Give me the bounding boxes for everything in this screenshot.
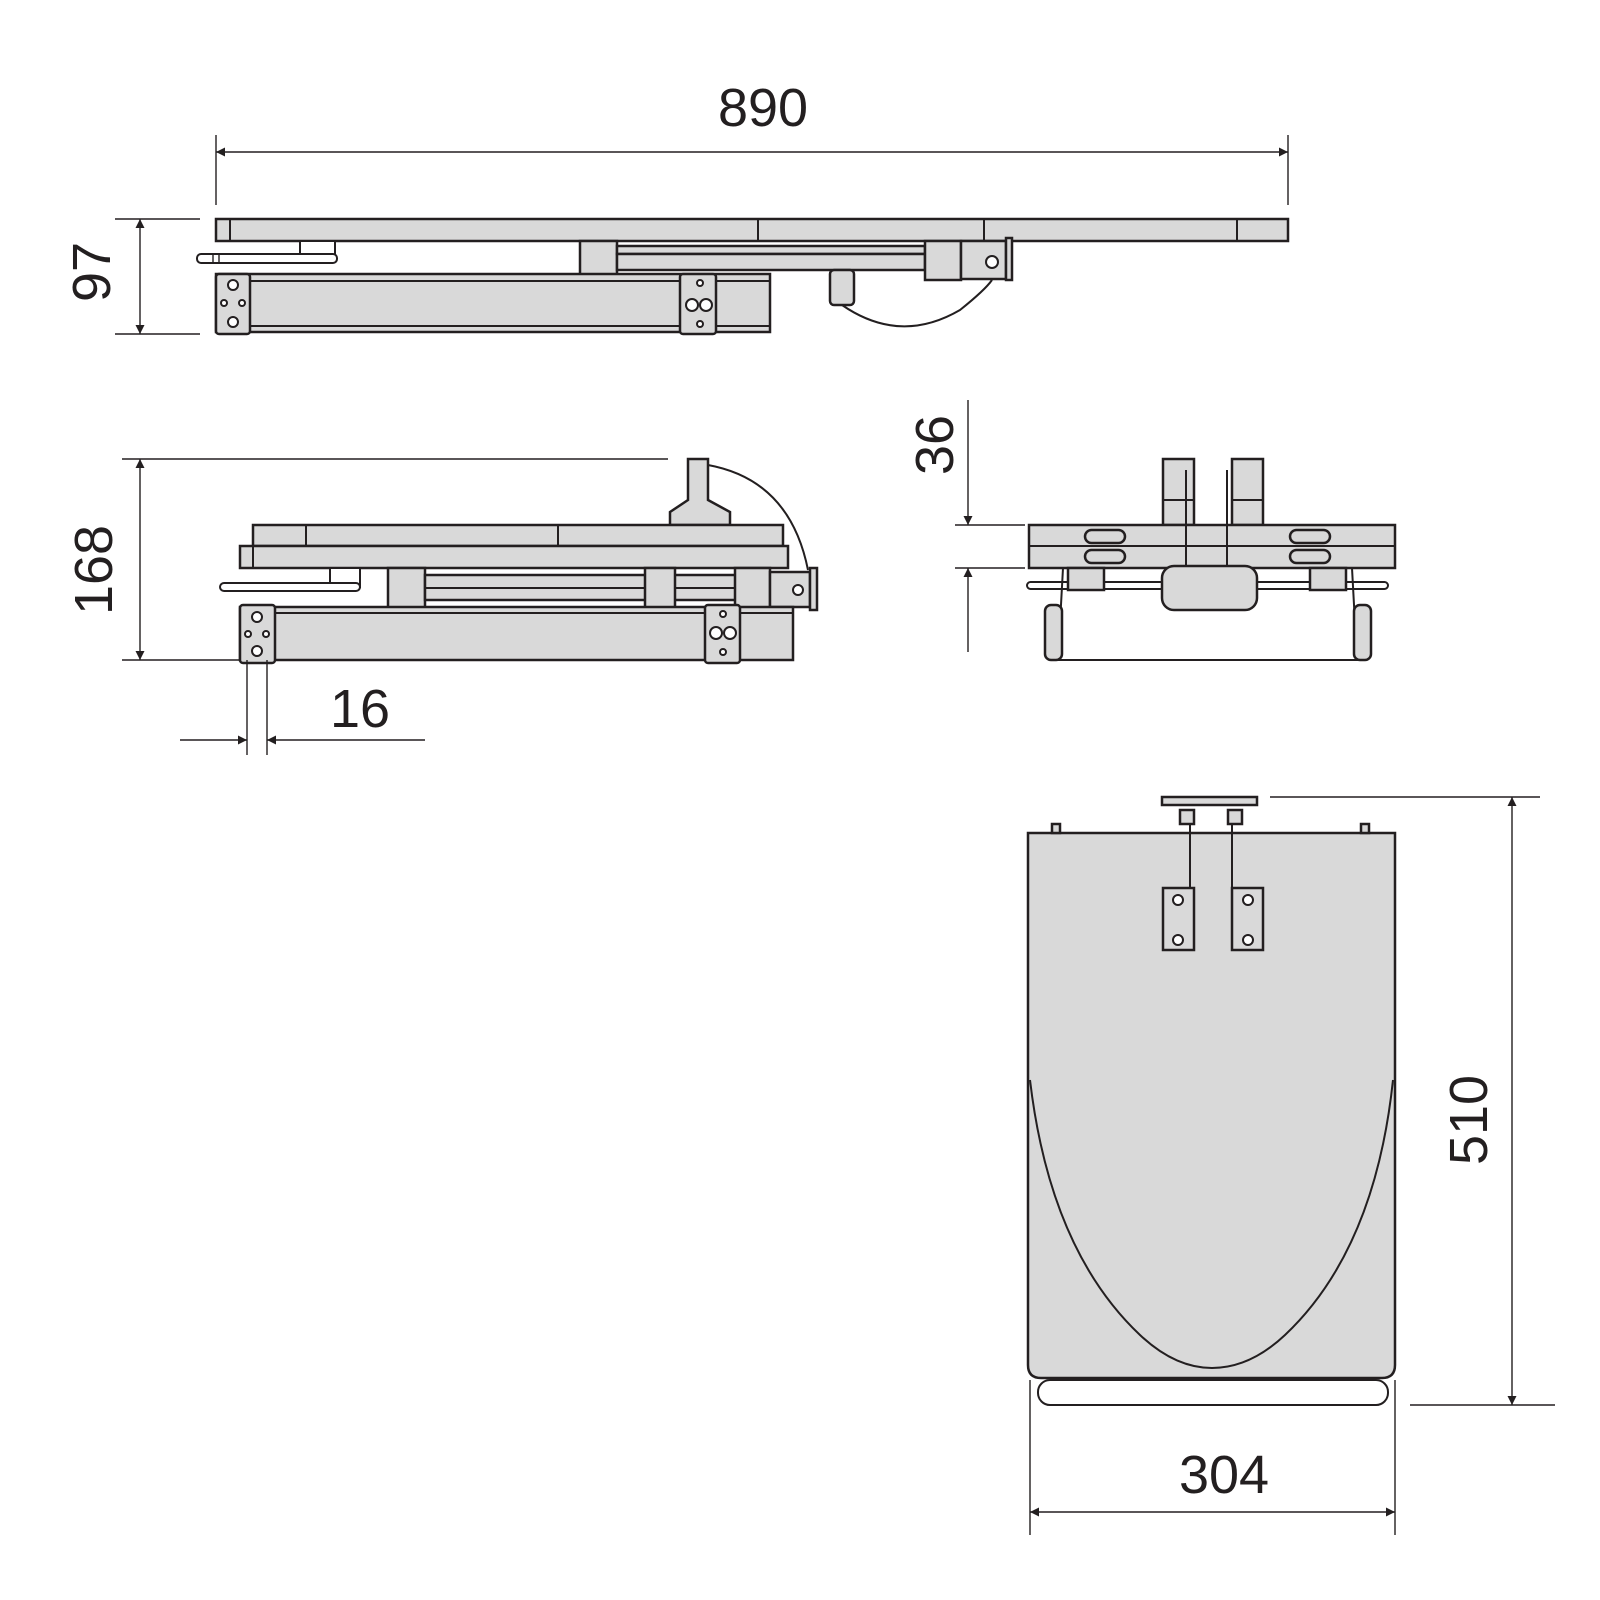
slide-mechanism xyxy=(386,566,819,612)
dimension-304: 304 xyxy=(1029,1380,1396,1535)
slide-mechanism xyxy=(578,236,1014,328)
rod-and-frame xyxy=(1026,564,1389,662)
dimension-36: 36 xyxy=(905,400,1025,652)
front-view: 36 xyxy=(905,400,1397,662)
lower-rail xyxy=(238,603,795,665)
lock-rod xyxy=(219,567,361,592)
mount-bracket xyxy=(1160,795,1265,952)
dimension-label-16: 16 xyxy=(330,679,390,739)
body xyxy=(1026,822,1397,1406)
dimension-168: 168 xyxy=(64,458,668,661)
dimension-label-890: 890 xyxy=(718,78,808,138)
wheel-left xyxy=(1043,603,1064,662)
dimension-label-97: 97 xyxy=(62,242,122,302)
clips xyxy=(1161,457,1265,527)
boards xyxy=(238,523,790,570)
dimension-label-36: 36 xyxy=(905,415,965,475)
dimension-890: 890 xyxy=(215,78,1289,205)
side-view-closed: 890 97 xyxy=(62,78,1290,336)
plan-view: 510 304 xyxy=(1026,795,1555,1535)
dimension-16: 16 xyxy=(180,660,425,755)
lock-rod xyxy=(196,240,338,264)
wheel-right xyxy=(1352,603,1373,662)
bolt-icon xyxy=(985,255,999,269)
dimension-label-168: 168 xyxy=(64,525,124,615)
dimension-510: 510 xyxy=(1270,796,1555,1406)
dimension-label-510: 510 xyxy=(1439,1075,1499,1165)
board xyxy=(1027,470,1397,570)
top-board xyxy=(214,217,1290,243)
dimension-label-304: 304 xyxy=(1179,1445,1269,1505)
side-view-open: 168 xyxy=(64,457,819,755)
dimension-97: 97 xyxy=(62,218,200,335)
lower-rail xyxy=(214,272,772,336)
